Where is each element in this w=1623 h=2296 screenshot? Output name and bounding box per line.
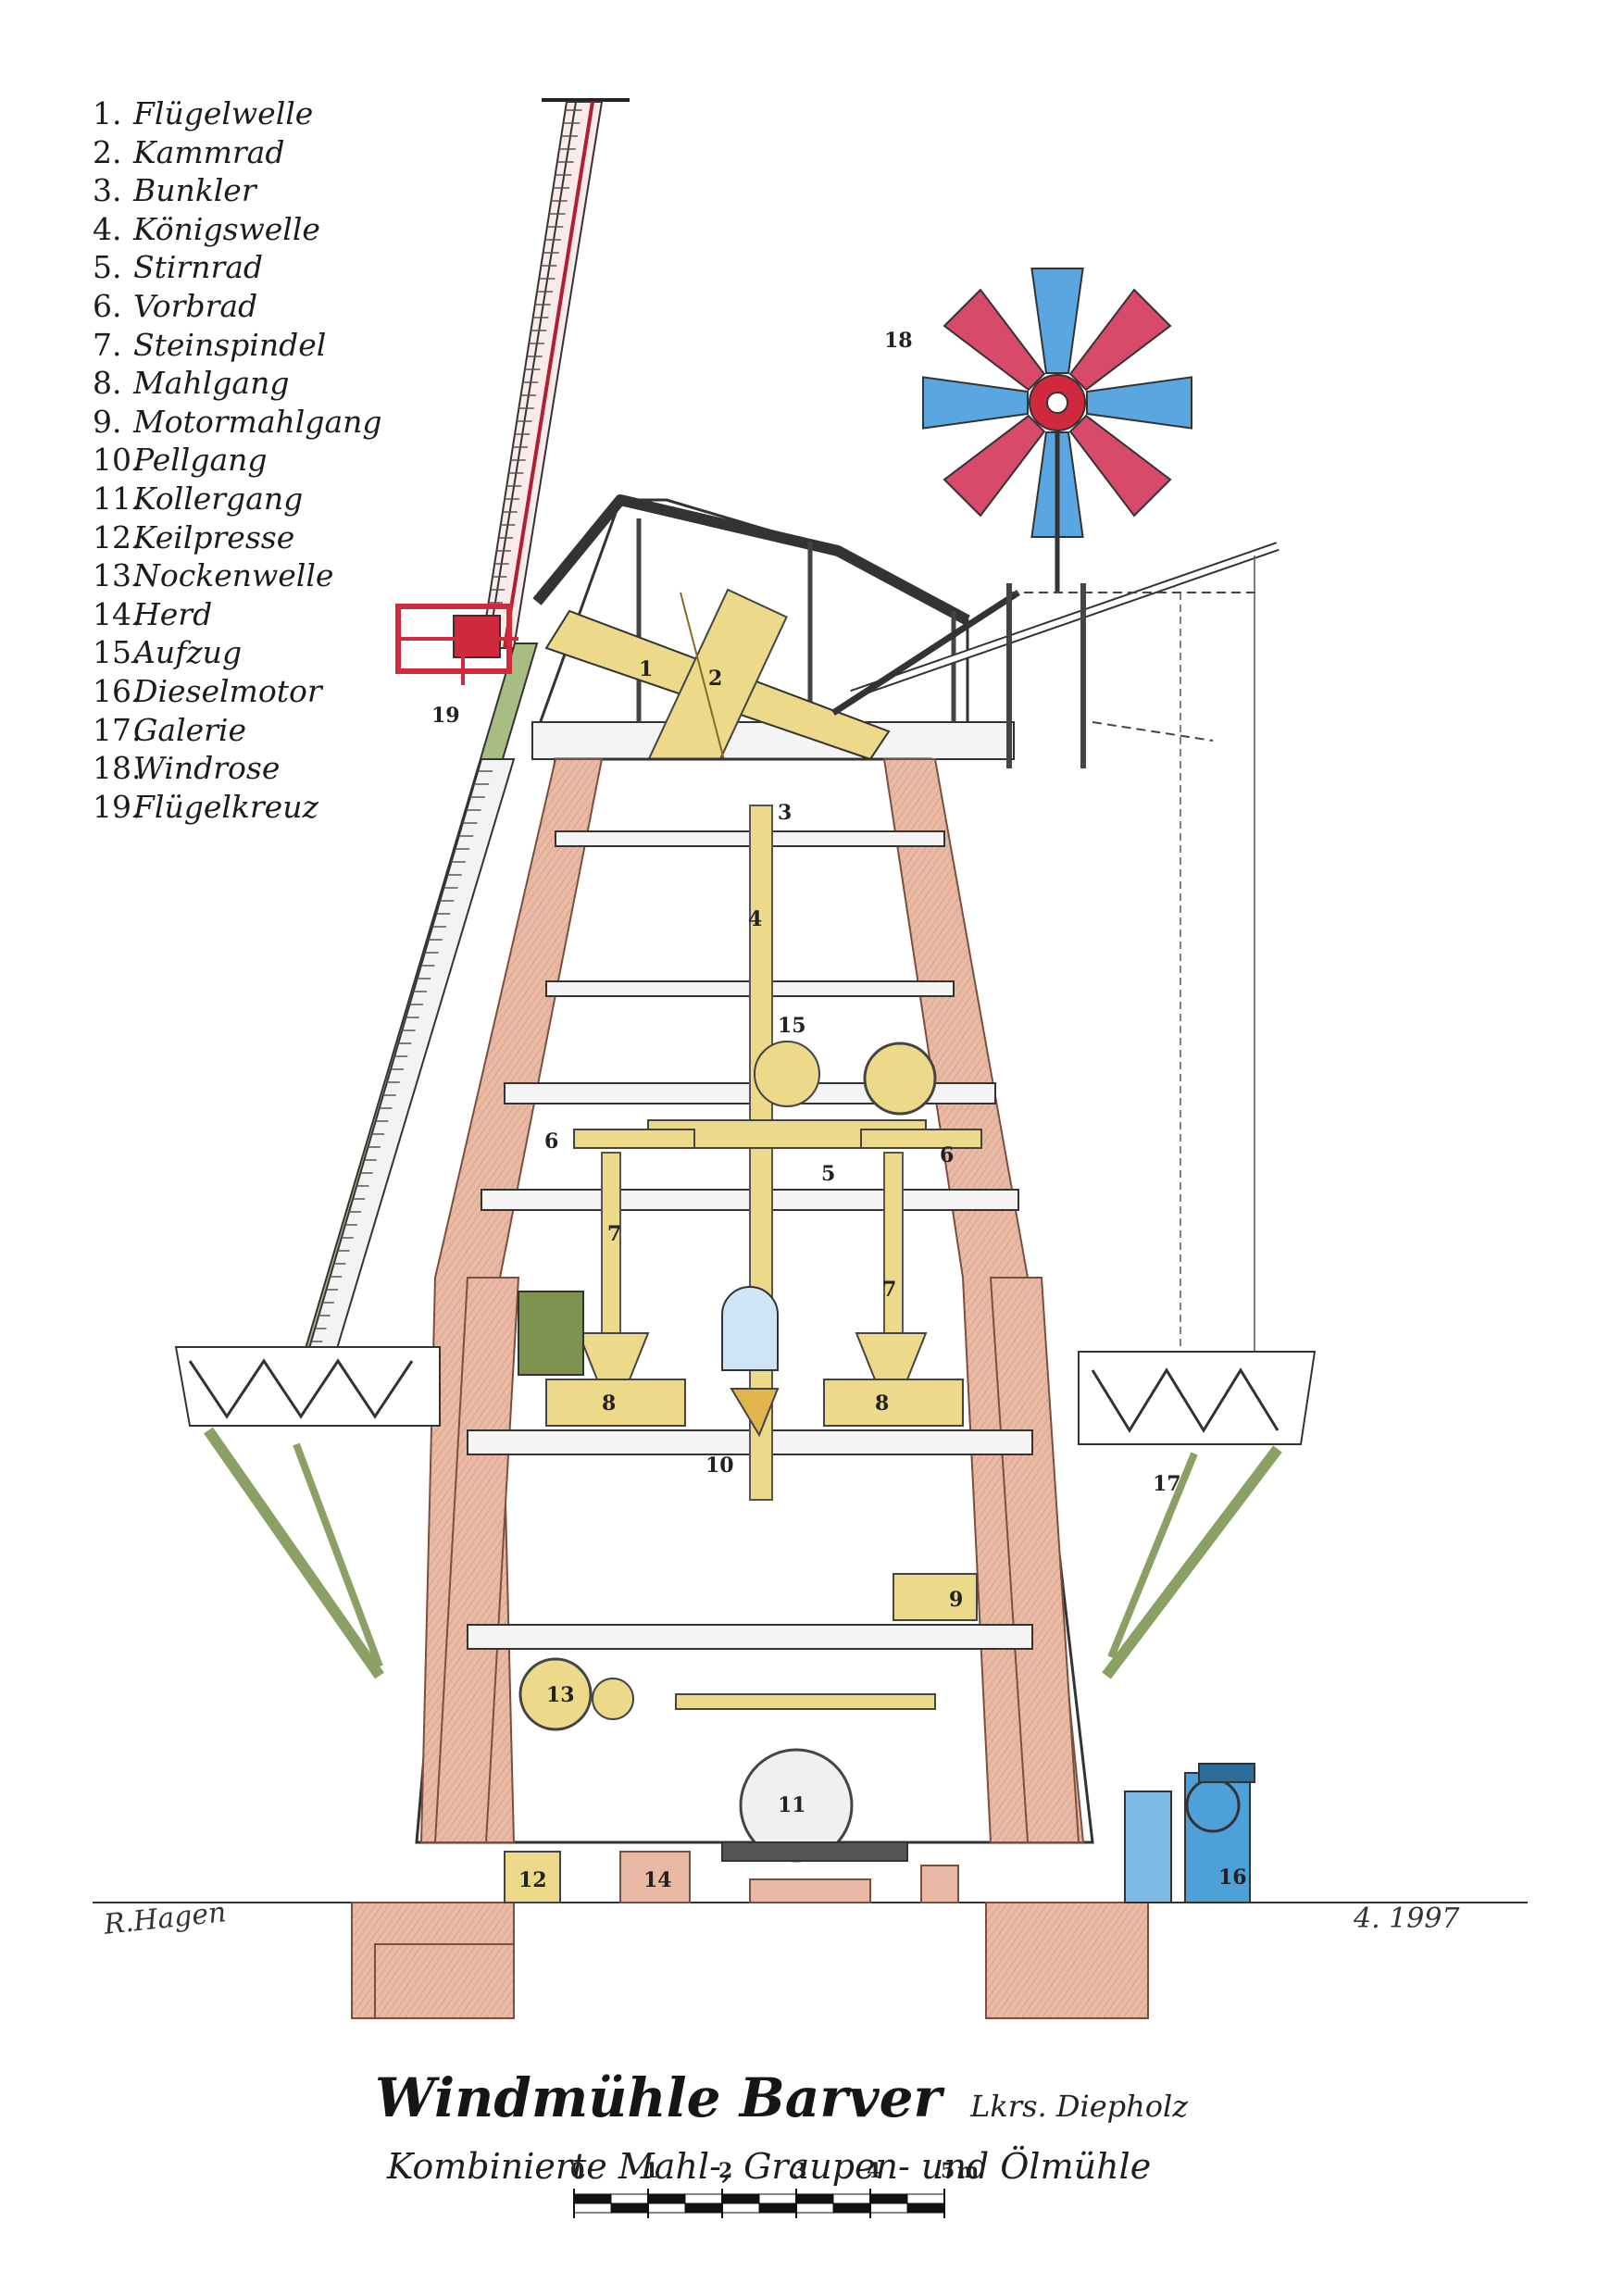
legend-item: 12.Keilpresse bbox=[93, 518, 295, 555]
scale-segment bbox=[684, 2202, 723, 2214]
legend-item: 14.Herd bbox=[93, 595, 213, 632]
scale-label-5: 5 bbox=[941, 2159, 955, 2183]
scale-bar: 0 1 2 3 4 5 m bbox=[570, 2159, 979, 2218]
callout-3: 3 bbox=[778, 801, 792, 825]
diesel-motor bbox=[1124, 1763, 1255, 1903]
scale-label-0: 0 bbox=[570, 2159, 584, 2183]
callout-18: 18 bbox=[884, 329, 913, 353]
cap-roof bbox=[531, 494, 1280, 761]
callout-8-left: 8 bbox=[602, 1391, 616, 1416]
callouts: 1 2 3 4 5 6 6 7 7 8 8 9 10 11 12 13 14 1… bbox=[431, 329, 1247, 1892]
windrose-blade bbox=[1086, 376, 1192, 430]
page-title: Windmühle Barver bbox=[375, 2066, 943, 2129]
windrose-blade bbox=[943, 288, 1046, 392]
legend-item: 11.Kollergang bbox=[93, 480, 304, 517]
windrose-blade bbox=[943, 414, 1046, 518]
legend-item: 13.Nockenwelle bbox=[93, 557, 334, 594]
scale-label-4: 4 bbox=[867, 2159, 880, 2183]
title-block: Windmühle Barver Lkrs. Diepholz bbox=[375, 2066, 1208, 2131]
callout-6-right: 6 bbox=[940, 1143, 954, 1167]
callout-6-left: 6 bbox=[544, 1129, 558, 1154]
scale-segment bbox=[758, 2202, 797, 2214]
scale-segment bbox=[573, 2202, 612, 2214]
callout-2: 2 bbox=[708, 667, 722, 691]
windrose-blade bbox=[922, 376, 1029, 430]
legend-item: 18.Windrose bbox=[93, 750, 281, 787]
page-subtitle: Kombinierte Mahl-, Graupen- und Ölmühle bbox=[387, 2146, 1152, 2187]
scale-segment bbox=[684, 2193, 723, 2204]
legend-item: 5.Stirnrad bbox=[93, 249, 264, 286]
scale-segment bbox=[610, 2193, 649, 2204]
machinery bbox=[504, 805, 982, 1903]
scale-segment bbox=[832, 2193, 871, 2204]
scale-segment bbox=[832, 2202, 871, 2214]
sail-cross bbox=[300, 98, 630, 1362]
legend-item: 9.Motormahlgang bbox=[93, 403, 382, 440]
callout-11: 11 bbox=[778, 1793, 806, 1817]
legend-item: 7.Steinspindel bbox=[93, 326, 327, 363]
legend-item: 17.Galerie bbox=[93, 711, 246, 748]
legend-item: 10.Pellgang bbox=[93, 442, 268, 479]
callout-19: 19 bbox=[431, 704, 460, 728]
legend-item: 15.Aufzug bbox=[93, 634, 243, 671]
legend-item: 4.Königswelle bbox=[93, 210, 320, 247]
scale-segment bbox=[906, 2202, 945, 2214]
scale-segment bbox=[795, 2202, 834, 2214]
callout-17: 17 bbox=[1153, 1472, 1181, 1496]
legend-item: 8.Mahlgang bbox=[93, 365, 290, 402]
legend: 1.Flügelwelle 2.Kammrad 3.Bunkler 4.Köni… bbox=[93, 94, 426, 826]
scale-segment bbox=[869, 2193, 908, 2204]
scale-segment bbox=[573, 2193, 612, 2204]
scale-segment bbox=[721, 2202, 760, 2214]
callout-13: 13 bbox=[546, 1683, 575, 1707]
scale-segment bbox=[721, 2193, 760, 2204]
callout-5: 5 bbox=[821, 1162, 835, 1186]
district-label: Lkrs. Diepholz bbox=[970, 2089, 1189, 2124]
scale-label-1: 1 bbox=[644, 2159, 658, 2183]
scale-label-2: 2 bbox=[718, 2159, 732, 2183]
callout-7-left: 7 bbox=[607, 1222, 621, 1246]
scale-segment bbox=[647, 2193, 686, 2204]
scale-segment bbox=[869, 2202, 908, 2214]
callout-7-right: 7 bbox=[882, 1278, 896, 1302]
scale-label-3: 3 bbox=[793, 2159, 806, 2183]
legend-item: 16.Dieselmotor bbox=[93, 672, 322, 709]
windrose-blade bbox=[1068, 288, 1172, 392]
legend-item: 6.Vorbrad bbox=[93, 287, 258, 324]
windrose bbox=[922, 268, 1192, 593]
callout-16: 16 bbox=[1218, 1866, 1247, 1890]
scale-segment bbox=[610, 2202, 649, 2214]
legend-item: 19.Flügelkreuz bbox=[93, 788, 318, 825]
callout-8-right: 8 bbox=[875, 1391, 889, 1416]
legend-item: 2.Kammrad bbox=[93, 133, 285, 170]
windrose-blade bbox=[1030, 268, 1084, 374]
windrose-frame bbox=[1006, 555, 1259, 1361]
callout-1: 1 bbox=[639, 657, 653, 681]
callout-12: 12 bbox=[518, 1868, 547, 1892]
legend-item: 1.Flügelwelle bbox=[93, 95, 314, 131]
scale-segment bbox=[795, 2193, 834, 2204]
callout-4: 4 bbox=[748, 907, 762, 931]
callout-9: 9 bbox=[949, 1588, 963, 1612]
scale-segment bbox=[758, 2193, 797, 2204]
callout-15: 15 bbox=[778, 1014, 806, 1038]
scale-unit: m bbox=[957, 2159, 979, 2183]
scale-segment bbox=[647, 2202, 686, 2214]
callout-14: 14 bbox=[643, 1868, 672, 1892]
callout-10: 10 bbox=[705, 1454, 734, 1478]
gallery bbox=[174, 1346, 1317, 1679]
scale-segment bbox=[906, 2193, 945, 2204]
date-signature: 4. 1997 bbox=[1354, 1903, 1460, 1935]
windrose-blade bbox=[1068, 414, 1172, 518]
legend-item: 3.Bunkler bbox=[93, 172, 256, 209]
